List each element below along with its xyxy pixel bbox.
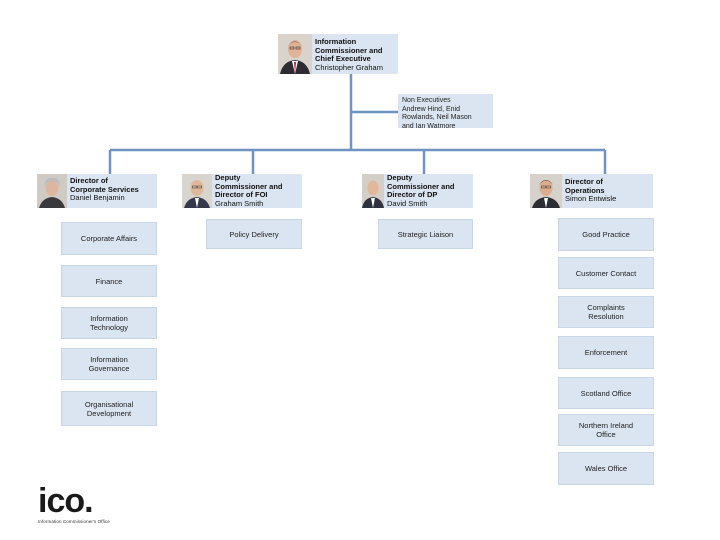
chief-role: Information Commissioner and Chief Execu… (315, 37, 383, 63)
unit-wales-office[interactable]: Wales Office (558, 452, 654, 485)
unit-complaints-resolution[interactable]: Complaints Resolution (558, 296, 654, 328)
unit-label: Northern Ireland Office (578, 421, 634, 439)
director-corporate-box[interactable]: Director of Corporate Services Daniel Be… (67, 174, 157, 208)
unit-customer-contact[interactable]: Customer Contact (558, 257, 654, 289)
director-operations-box[interactable]: Director of Operations Simon Entwisle (562, 174, 653, 208)
chief-portrait (278, 34, 312, 74)
unit-label: Information Technology (90, 314, 128, 332)
director-dp-portrait (362, 174, 384, 208)
non-executives-box[interactable]: Non Executives Andrew Hind, Enid Rowland… (398, 94, 493, 130)
unit-scotland-office[interactable]: Scotland Office (558, 377, 654, 409)
unit-label: Wales Office (584, 464, 628, 473)
logo-wordmark: ico. (38, 482, 94, 520)
unit-northern-ireland-office[interactable]: Northern Ireland Office (558, 414, 654, 446)
director-dp-box[interactable]: Deputy Commissioner and Director of DP D… (384, 173, 473, 208)
unit-strategic-liaison[interactable]: Strategic Liaison (378, 219, 473, 249)
unit-label: Strategic Liaison (397, 229, 454, 239)
unit-corporate-affairs[interactable]: Corporate Affairs (61, 222, 157, 255)
director-corporate-name: Daniel Benjamin (70, 193, 125, 202)
unit-label: Enforcement (584, 348, 628, 357)
unit-label: Finance (95, 276, 123, 286)
unit-label: Good Practice (582, 230, 630, 239)
unit-policy-delivery[interactable]: Policy Delivery (206, 219, 302, 249)
director-foi-role: Deputy Commissioner and Director of FOI (215, 173, 283, 199)
unit-enforcement[interactable]: Enforcement (558, 336, 654, 369)
unit-information-governance[interactable]: Information Governance (61, 348, 157, 380)
director-corporate-portrait (37, 174, 67, 208)
chief-box[interactable]: Information Commissioner and Chief Execu… (312, 34, 398, 74)
unit-label: Scotland Office (580, 388, 632, 398)
director-dp-name: David Smith (387, 198, 428, 208)
ico-logo: ico. Information Commissioner's Office (38, 484, 110, 524)
chief-name: Christopher Graham (315, 62, 383, 72)
unit-organisational-development[interactable]: Organisational Development (61, 391, 157, 426)
unit-good-practice[interactable]: Good Practice (558, 218, 654, 251)
unit-label: Policy Delivery (229, 229, 279, 239)
unit-label: Organisational Development (84, 399, 134, 418)
director-foi-name: Graham Smith (215, 198, 264, 208)
director-operations-name: Simon Entwisle (565, 194, 617, 203)
unit-information-technology[interactable]: Information Technology (61, 307, 157, 339)
director-foi-portrait (182, 174, 212, 208)
director-operations-portrait (530, 174, 562, 208)
director-operations-role: Director of Operations (565, 177, 605, 195)
unit-finance[interactable]: Finance (61, 265, 157, 297)
director-corporate-role: Director of Corporate Services (70, 176, 139, 194)
unit-label: Corporate Affairs (80, 234, 138, 243)
director-foi-box[interactable]: Deputy Commissioner and Director of FOI … (212, 173, 302, 208)
unit-label: Information Governance (88, 355, 130, 373)
unit-label: Customer Contact (575, 268, 637, 278)
logo-tagline: Information Commissioner's Office (38, 519, 110, 524)
unit-label: Complaints Resolution (587, 303, 625, 321)
director-dp-role: Deputy Commissioner and Director of DP (387, 173, 455, 199)
